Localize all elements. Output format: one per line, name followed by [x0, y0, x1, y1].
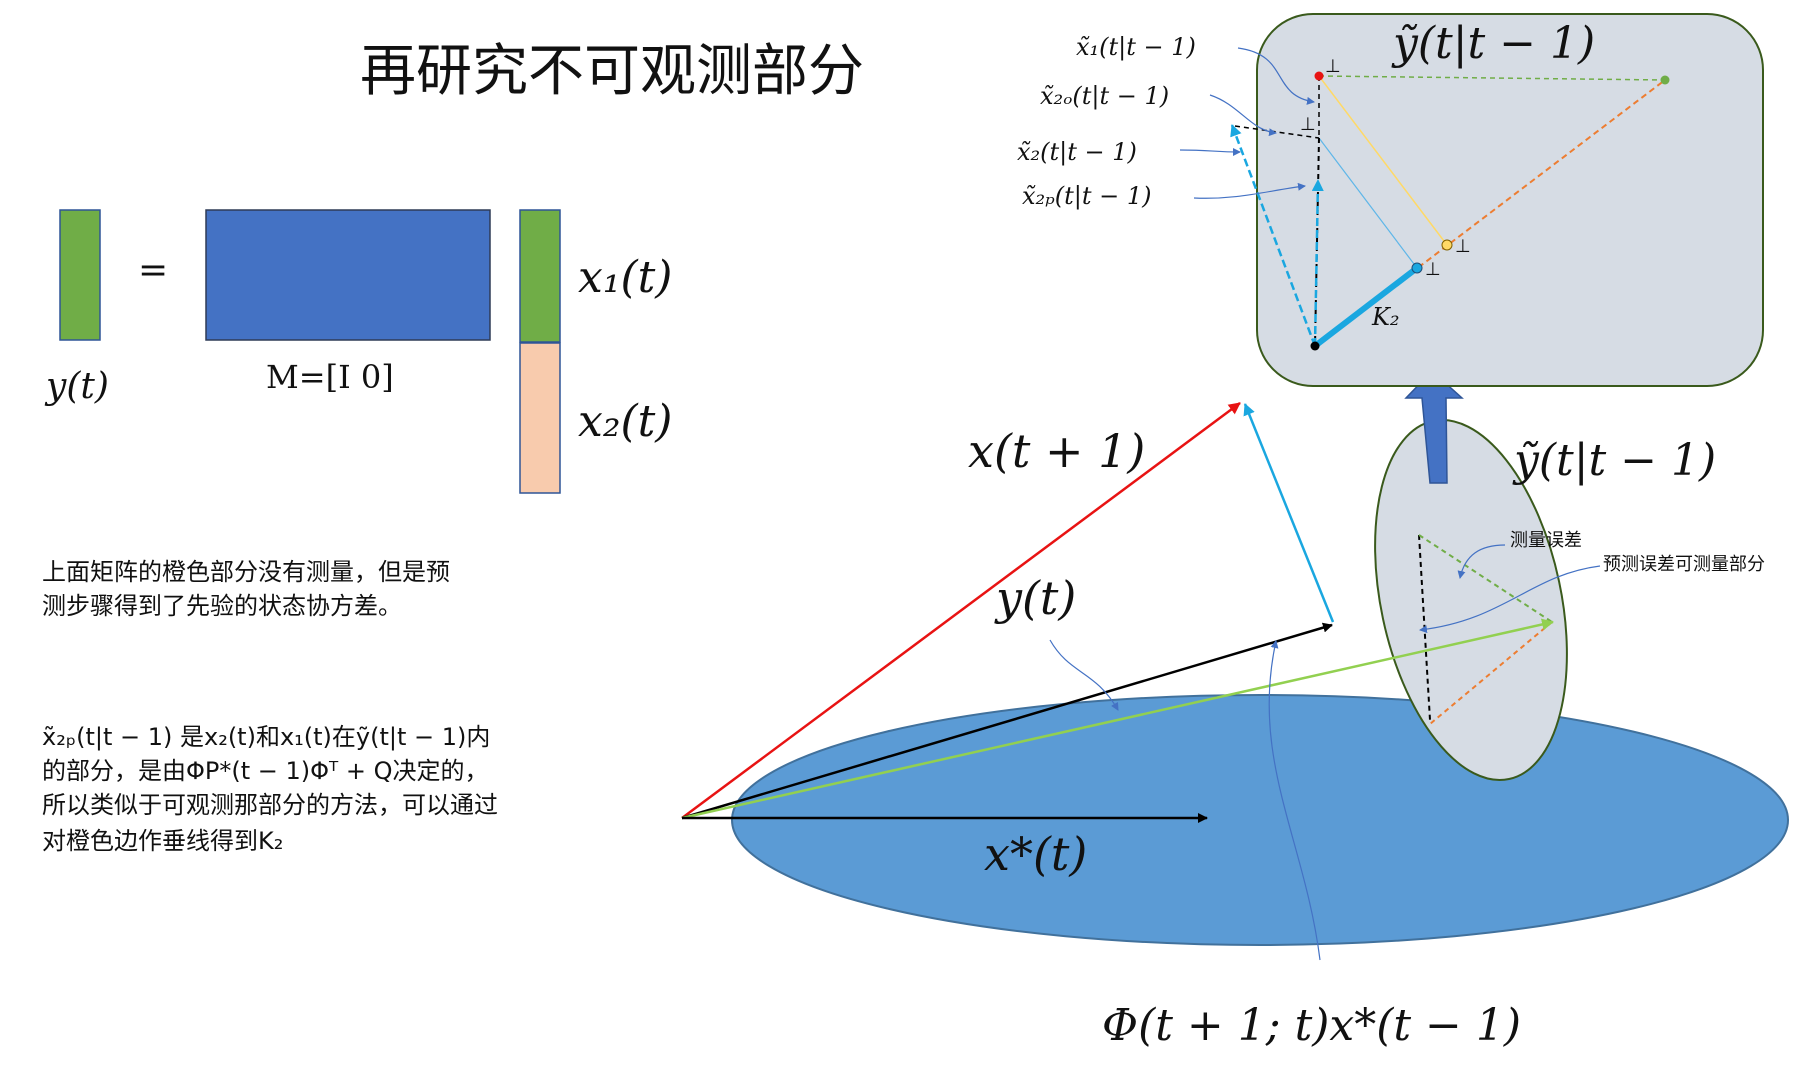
perp-mark-3: ⊥	[1455, 236, 1471, 257]
cyan-point	[1411, 262, 1423, 274]
ellipse-title: ỹ(t|t − 1)	[1512, 435, 1716, 486]
x2-hat-label: x̃₂(t|t − 1)	[1017, 138, 1137, 167]
equals-sign: =	[138, 250, 168, 291]
para1-line2: 测步骤得到了先验的状态协方差。	[42, 592, 402, 620]
x2p-pointer	[1193, 182, 1306, 199]
x2p-hat-label: x̃₂ₚ(t|t − 1)	[1022, 182, 1152, 211]
zoom-box-title: ỹ(t|t − 1)	[1391, 18, 1595, 69]
x2-pointer	[1179, 147, 1241, 156]
x1-pointer	[1237, 47, 1315, 105]
x-t-plus-1-label: x(t + 1)	[968, 424, 1145, 478]
y-t-annotation-curve	[1049, 639, 1119, 711]
phi-annotation-curve	[1268, 640, 1321, 961]
zoom-cyan-up-vector	[1311, 179, 1324, 347]
x2o-hat-label: x̃₂ₒ(t|t − 1)	[1040, 82, 1169, 111]
phi-label: Φ(t + 1; t)x*(t − 1)	[1102, 1000, 1521, 1051]
para2-line4: 对橙色边作垂线得到K₂	[42, 827, 283, 855]
y-label: y(t)	[44, 366, 109, 407]
para1-line1: 上面矩阵的橙色部分没有测量，但是预	[42, 558, 450, 586]
green-point	[1660, 75, 1670, 85]
meas-err-label: 测量误差	[1510, 530, 1582, 551]
page-title: 再研究不可观测部分	[360, 39, 864, 104]
green-vector	[681, 618, 1554, 820]
x1-point	[1314, 71, 1324, 81]
perp-mark-2: ⊥	[1300, 114, 1316, 135]
zoom-black-dashed	[1314, 137, 1320, 347]
para2-line2: 的部分，是由ΦP*(t − 1)Φᵀ + Q决定的，	[42, 757, 489, 785]
meas-err-annotation	[1457, 544, 1506, 579]
x1-label: x₁(t)	[578, 252, 672, 303]
K2-label: K₂	[1371, 303, 1400, 331]
origin-point	[1310, 341, 1320, 351]
M-label: M=[I 0]	[266, 358, 394, 396]
y-t-vector	[681, 622, 1333, 820]
pred-err-annotation	[1419, 565, 1601, 634]
x2-label: x₂(t)	[578, 396, 672, 447]
K2-segment	[1313, 265, 1419, 349]
state-plane-ellipse	[731, 694, 1789, 946]
perp-mark-1: ⊥	[1325, 56, 1341, 77]
x-t-plus-1-vector	[681, 401, 1241, 820]
zoom-yellow-line	[1318, 75, 1448, 246]
zoom-cyan-slant-vector	[1230, 124, 1317, 347]
para2-line1: x̃₂ₚ(t|t − 1) 是x₂(t)和x₁(t)在ỹ(t|t − 1)内	[42, 723, 490, 751]
x-star-label: x*(t)	[984, 827, 1087, 881]
x2-block	[519, 342, 561, 494]
zoom-thin-cyan-line	[1318, 137, 1418, 269]
y-vector-block	[59, 209, 101, 341]
yellow-point	[1441, 239, 1453, 251]
y-t-main-label: y(t)	[994, 571, 1076, 625]
zoom-green-dashed	[1318, 75, 1666, 81]
x2o-pointer	[1209, 94, 1277, 137]
perp-mark-4: ⊥	[1425, 259, 1441, 280]
M-matrix-block	[205, 209, 491, 341]
cyan-error-vector	[1243, 403, 1335, 623]
x1-hat-label: x̃₁(t|t − 1)	[1076, 33, 1196, 62]
x1-block	[519, 209, 561, 343]
para2-line3: 所以类似于可观测那部分的方法，可以通过	[42, 791, 498, 819]
pred-err-label: 预测误差可测量部分	[1603, 554, 1765, 575]
